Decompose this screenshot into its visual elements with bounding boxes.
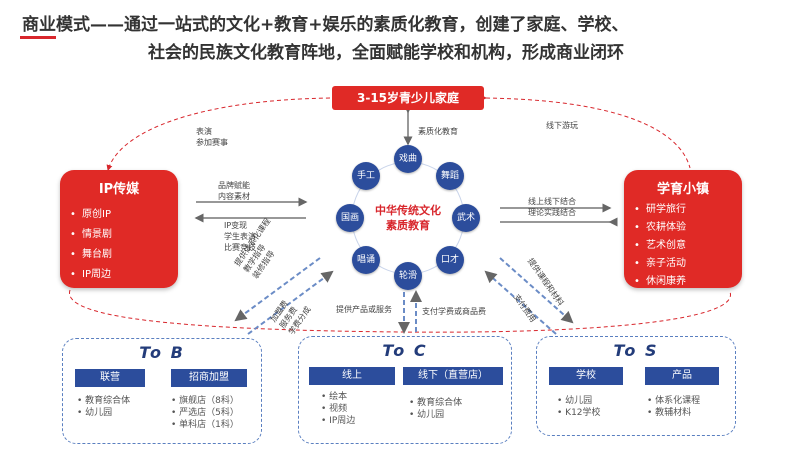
page-title-line1: 商业模式——通过一站式的文化+教育+娱乐的素质化教育，创建了家庭、学校、 — [22, 15, 629, 35]
list-item: 绘本 — [321, 391, 355, 403]
label-ip-line3: 比赛竞技 — [224, 243, 256, 252]
list-item: 严选店（5科） — [171, 407, 239, 419]
to-s-list2: 体系化课程 教辅材料 — [647, 395, 700, 419]
to-c-btn-offline: 线下（直营店） — [403, 367, 503, 385]
list-item: 教辅材料 — [647, 407, 700, 419]
target-audience-box: 3-15岁青少儿家庭 — [332, 86, 484, 110]
label-online-offline: 线上线下结合 理论实践结合 — [528, 196, 576, 218]
node-chanting: 唱诵 — [352, 246, 380, 274]
hub-title-line1: 中华传统文化 — [375, 204, 441, 217]
to-c-list1: 绘本 视频 IP周边 — [321, 391, 355, 427]
to-c-list2: 教育综合体 幼儿园 — [409, 397, 462, 421]
hub-title-line2: 素质教育 — [386, 219, 430, 232]
node-eloquence: 口才 — [436, 246, 464, 274]
node-dance: 舞蹈 — [436, 162, 464, 190]
page-title-line2: 社会的民族文化教育阵地，全面赋能学校和机构，形成商业闭环 — [148, 43, 624, 63]
node-handcraft: 手工 — [352, 162, 380, 190]
list-item: 情景剧 — [60, 225, 178, 245]
node-opera: 戏曲 — [394, 145, 422, 173]
to-b-btn-joint: 联营 — [75, 369, 145, 387]
label-online-offline-line1: 线上线下结合 — [528, 197, 576, 206]
label-ip-line2: 学生表演 — [224, 232, 256, 241]
node-skating: 轮滑 — [394, 262, 422, 290]
list-item: 幼儿园 — [409, 409, 462, 421]
learning-town-card: 学育小镇 研学旅行 农耕体验 艺术创意 亲子活动 休闲康养 — [624, 170, 742, 291]
label-brand: 品牌赋能 内容素材 — [218, 180, 250, 202]
label-ip-line1: IP变现 — [224, 221, 248, 230]
list-item: IP周边 — [321, 415, 355, 427]
to-s-title: To S — [613, 341, 659, 360]
ip-media-title: IP传媒 — [98, 182, 140, 197]
to-b-list2: 旗舰店（8科） 严选店（5科） 单科店（1科） — [171, 395, 239, 431]
to-s-btn-product: 产品 — [645, 367, 719, 385]
list-item: 体系化课程 — [647, 395, 700, 407]
title-underline — [20, 36, 56, 39]
label-brand-line1: 品牌赋能 — [218, 181, 250, 190]
label-quality-edu: 素质化教育 — [418, 127, 458, 136]
list-item: 研学旅行 — [624, 201, 742, 219]
list-item: 幼儿园 — [557, 395, 601, 407]
ip-media-card: IP传媒 原创IP 情景剧 舞台剧 IP周边 — [60, 170, 178, 288]
to-c-title: To C — [382, 341, 428, 360]
to-c-box: To C 线上 线下（直营店） 绘本 视频 IP周边 教育综合体 幼儿园 — [298, 336, 512, 444]
label-offline-play: 线下游玩 — [546, 121, 578, 130]
label-perform-line2: 参加赛事 — [196, 138, 228, 147]
to-b-title: To B — [139, 343, 185, 362]
to-c-btn-online: 线上 — [309, 367, 395, 385]
label-brand-line2: 内容素材 — [218, 192, 250, 201]
node-martial-arts: 武术 — [452, 204, 480, 232]
list-item: IP周边 — [60, 265, 178, 285]
label-ip-monetize: IP变现 学生表演 比赛竞技 — [224, 220, 256, 253]
learning-town-title: 学育小镇 — [656, 182, 709, 197]
label-online-offline-line2: 理论实践结合 — [528, 208, 576, 217]
list-item: K12学校 — [557, 407, 600, 419]
list-item: 休闲康养 — [624, 273, 742, 291]
label-perform: 表演 参加赛事 — [196, 126, 228, 148]
label-perform-line1: 表演 — [196, 127, 212, 136]
node-painting: 国画 — [336, 204, 364, 232]
list-item: 艺术创意 — [624, 237, 742, 255]
list-item: 旗舰店（8科） — [171, 395, 239, 407]
to-b-btn-franchise: 招商加盟 — [171, 369, 247, 387]
learning-town-list: 研学旅行 农耕体验 艺术创意 亲子活动 休闲康养 — [624, 201, 742, 291]
list-item: 亲子活动 — [624, 255, 742, 273]
label-provide-service: 提供产品或服务 — [336, 305, 392, 314]
hub-title: 中华传统文化 素质教育 — [350, 203, 466, 233]
to-b-box: To B 联营 招商加盟 教育综合体 幼儿园 旗舰店（8科） 严选店（5科） 单… — [62, 338, 262, 444]
list-item: 农耕体验 — [624, 219, 742, 237]
to-s-box: To S 学校 产品 幼儿园 K12学校 体系化课程 教辅材料 — [536, 336, 736, 436]
list-item: 幼儿园 — [77, 407, 130, 419]
label-pay-tuition: 支付学费或商品费 — [422, 307, 486, 316]
ip-media-list: 原创IP 情景剧 舞台剧 IP周边 — [60, 205, 178, 285]
to-s-list1: 幼儿园 K12学校 — [557, 395, 601, 419]
list-item: 视频 — [321, 403, 355, 415]
list-item: 舞台剧 — [60, 245, 178, 265]
to-s-btn-school: 学校 — [549, 367, 623, 385]
list-item: 教育综合体 — [77, 395, 130, 407]
to-b-list1: 教育综合体 幼儿园 — [77, 395, 130, 419]
list-item: 单科店（1科） — [171, 419, 239, 431]
list-item: 原创IP — [60, 205, 178, 225]
list-item: 教育综合体 — [409, 397, 462, 409]
